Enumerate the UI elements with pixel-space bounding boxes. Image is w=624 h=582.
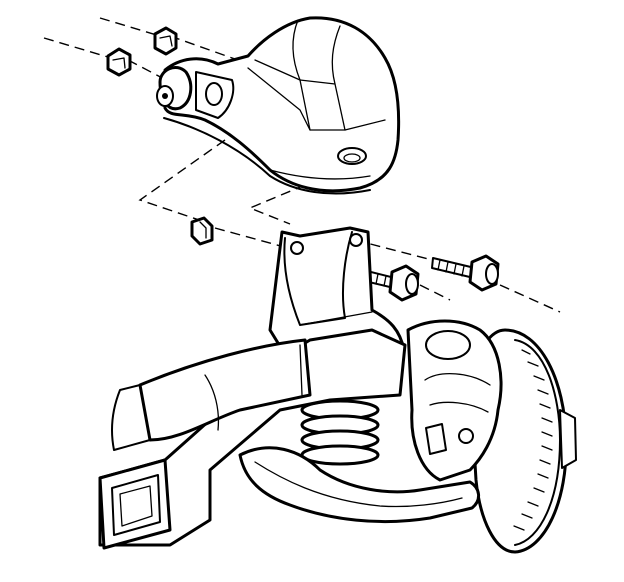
alignment-shim	[190, 216, 214, 246]
upper-nut-2	[106, 47, 132, 77]
upper-nut-1	[153, 26, 178, 56]
mounting-bolt-2	[431, 254, 500, 292]
front-crossmember	[98, 328, 407, 550]
upper-control-arm	[156, 16, 401, 195]
lower-control-arm	[238, 446, 480, 524]
coil-spring	[300, 399, 380, 466]
steering-knuckle	[406, 319, 503, 482]
